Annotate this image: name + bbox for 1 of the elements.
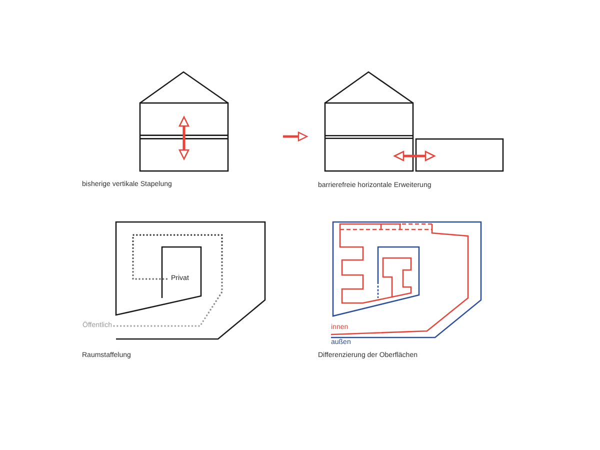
dotted-path <box>113 234 223 327</box>
